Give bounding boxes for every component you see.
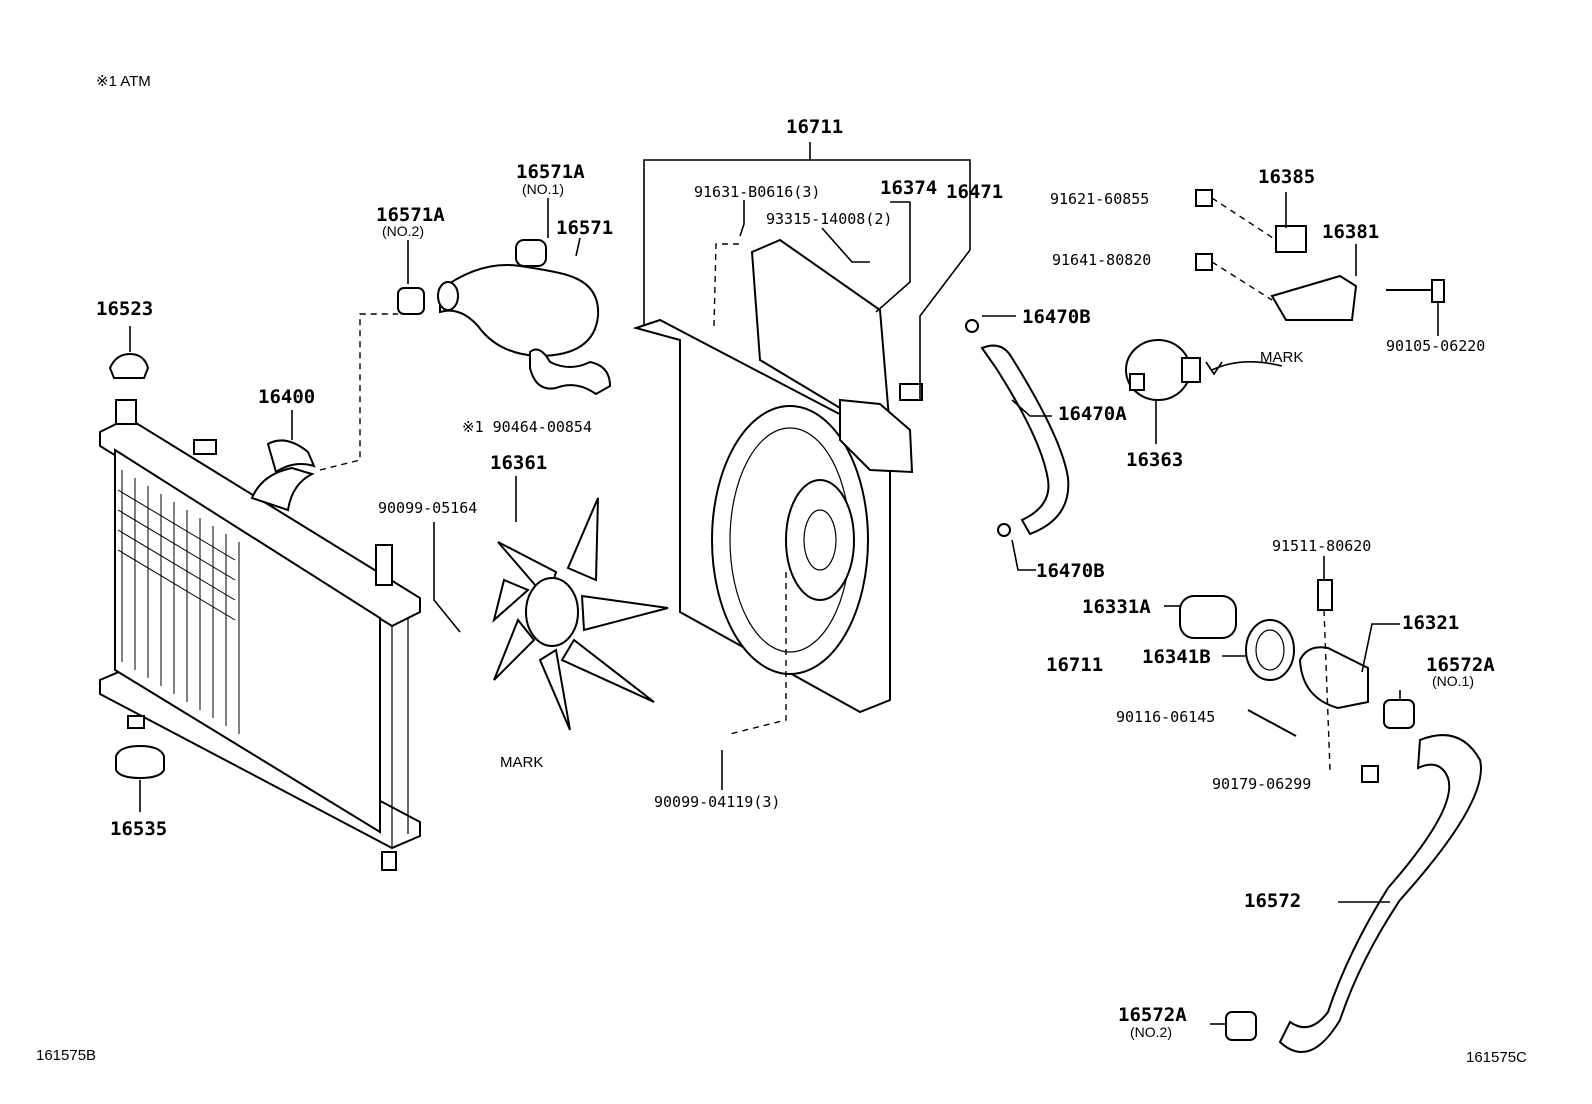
label-16571a-no1: 16571A [516, 161, 585, 183]
leader-lines [291, 142, 1439, 1025]
label-16711-mid: 16711 [1046, 654, 1104, 676]
label-16470a: 16470A [1058, 403, 1127, 425]
label-90464: ※1 90464-00854 [462, 418, 592, 436]
reservoir-hose [965, 319, 1070, 537]
fan-blades [492, 497, 669, 731]
label-16470b-top: 16470B [1022, 306, 1091, 328]
radiator-cap [108, 326, 150, 379]
label-16341b: 16341B [1142, 646, 1211, 668]
lower-hose [1225, 699, 1482, 1053]
label-16523: 16523 [96, 298, 154, 320]
label-91621: 91621-60855 [1050, 190, 1150, 208]
label-16572a-no2-sub: (NO.2) [1130, 1024, 1172, 1040]
temp-sensor [1125, 339, 1201, 401]
note-atm: ※1 ATM [96, 73, 151, 90]
label-16572a-no2: 16572A [1118, 1004, 1187, 1026]
upper-hose [397, 239, 612, 396]
diagram-code-left: 161575B [36, 1047, 97, 1064]
label-16400: 16400 [258, 386, 316, 408]
label-90179: 90179-06299 [1212, 775, 1312, 793]
label-16571a-no2: 16571A [376, 204, 445, 226]
label-93315: 93315-14008(2) [766, 210, 893, 228]
label-16363: 16363 [1126, 449, 1184, 471]
label-16331a: 16331A [1082, 596, 1151, 618]
radiator [99, 399, 421, 871]
label-90099-05164: 90099-05164 [378, 499, 478, 517]
label-16385: 16385 [1258, 166, 1316, 188]
fan-shroud [632, 238, 923, 714]
label-16374: 16374 [880, 177, 938, 199]
thermostat [1179, 595, 1295, 681]
label-16470b-bot: 16470B [1036, 560, 1105, 582]
water-inlet [1247, 579, 1379, 783]
label-16572a-no1-sub: (NO.1) [1432, 673, 1474, 689]
label-mark-sensor: MARK [1260, 349, 1304, 366]
label-91641: 91641-80820 [1052, 251, 1152, 269]
label-16535: 16535 [110, 818, 168, 840]
label-90105: 90105-06220 [1386, 337, 1486, 355]
label-16571: 16571 [556, 217, 614, 239]
label-mark-fan: MARK [500, 754, 544, 771]
label-91631: 91631-B0616(3) [694, 183, 821, 201]
label-16571a-no1-sub: (NO.1) [522, 181, 564, 197]
label-16471: 16471 [946, 181, 1004, 203]
label-16572: 16572 [1244, 890, 1302, 912]
label-91511: 91511-80620 [1272, 537, 1372, 555]
label-16571a-no2-sub: (NO.2) [382, 223, 424, 239]
label-16381: 16381 [1322, 221, 1380, 243]
label-90116: 90116-06145 [1116, 708, 1216, 726]
label-90099-04119: 90099-04119(3) [654, 793, 781, 811]
label-16361: 16361 [490, 452, 548, 474]
dashed-lines [319, 197, 1331, 771]
label-16321: 16321 [1402, 612, 1460, 634]
label-16572a-no1: 16572A [1426, 654, 1495, 676]
label-16711-top: 16711 [786, 116, 844, 138]
lower-cushion [115, 744, 165, 812]
diagram-code-right: 161575C [1466, 1049, 1527, 1066]
motor-bracket [1195, 189, 1445, 321]
